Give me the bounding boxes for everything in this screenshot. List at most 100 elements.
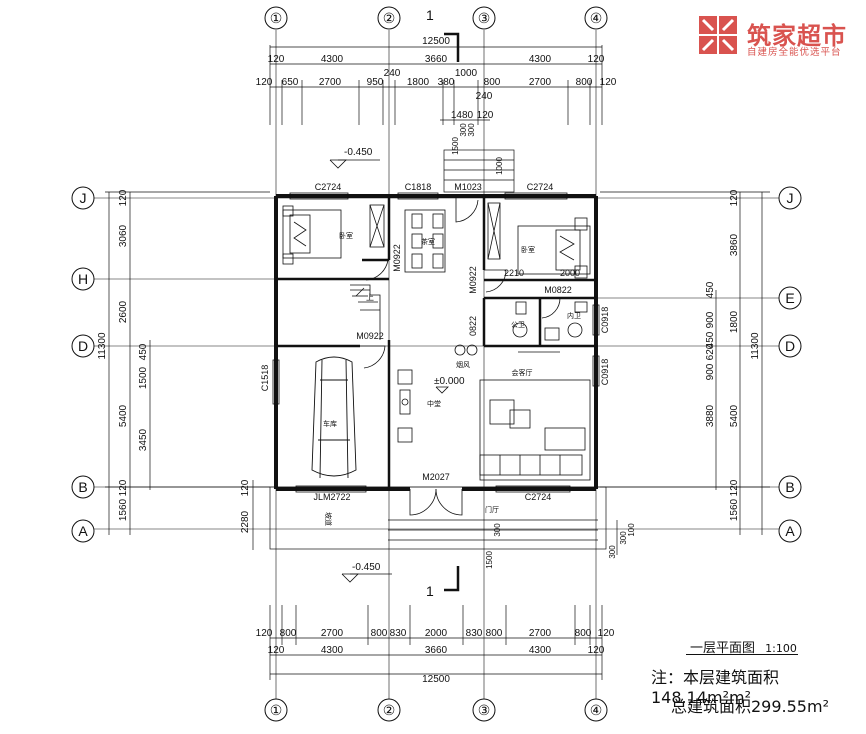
dim-right-span-2: 1800 [729,310,740,333]
dimension-lines-top [269,45,603,125]
dim-stair-5: 300 [493,523,502,537]
dim-right-span-1: 3860 [729,233,740,256]
window-c2724-1: C2724 [315,182,342,192]
level-indoor: ±0.000 [434,376,465,387]
exterior-walls [274,194,598,491]
dim-top-span-1: 4300 [321,54,344,65]
dim-top-d7: 2700 [529,77,552,88]
dim-bot-d1: 800 [280,628,297,639]
brand-slogan: 自建房全能优选平台 [747,47,842,58]
dim-2000: 2000 [560,268,580,278]
level-marks [329,159,449,583]
dim-bot-d5: 2000 [425,628,448,639]
door-m0922-2: M0922 [468,266,478,294]
dim-bot-d9: 800 [575,628,592,639]
drawing-title-block: 一层平面图 1:100 [690,637,797,656]
dim-bot-span-1: 4300 [321,645,344,656]
dim-top-m1: 1000 [455,68,478,79]
room-bedroom-left: 卧室 [339,231,353,240]
dim-top-d4: 1800 [407,77,430,88]
stair [350,284,381,340]
dim-left-total: 11300 [97,332,108,360]
brand-name: 筑家超市 [747,22,847,50]
room-garage: 车库 [323,419,337,428]
room-labels: 卧室 茶室 卧室 公卫 内卫 车库 中堂 会客厅 门厅 烟风 [323,231,581,514]
stair-dimensions: 1500 300 300 1000 1500 300 300 300 100 [451,123,636,569]
axis-label-a-left: A [78,523,88,539]
dim-bot-d2: 2700 [321,628,344,639]
window-c2724-2: C2724 [527,182,554,192]
door-m1023: M1023 [454,182,482,192]
dim-bot-d0: 120 [256,628,273,639]
dim-right-total: 11300 [750,332,761,360]
room-bath-private: 内卫 [567,311,581,320]
level-outdoor-top: -0.450 [344,147,373,158]
dim-top-d6: 800 [484,77,501,88]
dim-stair-4: 1500 [485,551,494,569]
axis-label-1-bottom: ① [270,702,283,718]
living-furniture [479,379,591,481]
bath-fixtures [454,301,588,356]
door-m0822: M0822 [544,285,572,295]
dim-top-end-r: 120 [588,54,605,65]
stair-up-label: 上 [366,293,374,302]
brand-logo-icon [699,16,737,54]
dim-right-d5: 620 [705,343,716,360]
dim-left-span-3: 5400 [118,404,129,427]
dim-bot-d4: 830 [390,628,407,639]
drawing-scale: 1:100 [765,642,797,655]
axis-labels: ① ② ③ ④ ① ② ③ ④ J H D B A J E D B A [78,10,795,718]
windows [272,192,600,493]
axis-label-3-bottom: ③ [478,702,491,718]
dim-right-d2: 900 [705,311,716,328]
dim-top-d2: 2700 [319,77,342,88]
window-c1818: C1818 [405,182,432,192]
dim-left-d6: 2280 [240,510,251,533]
section-marks [444,32,460,592]
dim-top-m0: 240 [384,68,401,79]
dim-bot-d8: 2700 [529,628,552,639]
dim-top-d8: 800 [576,77,593,88]
axis-label-d-right: D [785,338,795,354]
title-underline [686,654,798,655]
room-hall: 中堂 [427,399,441,408]
opening-labels: C2724 C1818 C2724 C1518 C2724 C0918 C091… [260,182,610,502]
room-bedroom-right: 卧室 [521,245,535,254]
room-bath-public: 公卫 [511,321,525,329]
dim-left-d2: 1500 [138,366,149,389]
dim-top-m2: 240 [476,91,493,102]
door-jlm2722: JLM2722 [313,492,350,502]
drawing-title: 一层平面图 [690,641,756,656]
door-m0922-1: M0922 [392,244,402,272]
dim-right-span-3: 5400 [729,404,740,427]
ramp-label: 坡道 [324,512,333,526]
axis-label-j-right: J [787,190,794,206]
dim-bot-end-r: 120 [588,645,605,656]
dim-stair-0: 1500 [451,137,460,155]
dim-bot-span-3: 4300 [529,645,552,656]
dim-2210: 2210 [504,268,524,278]
dim-left-d3: 3450 [138,428,149,451]
axis-label-b-right: B [785,479,794,495]
floor-area-note: 注：本层建筑面积148.14m²m² [651,668,780,707]
dim-top-d5: 380 [438,77,455,88]
dim-top-span-2: 3660 [425,54,448,65]
right-dimensions: 11300 3860 1800 5400 120 450 900 450 900… [705,189,761,521]
dim-bot-d6: 830 [466,628,483,639]
dim-top-d9: 120 [600,77,617,88]
dim-stair-2: 300 [467,123,476,137]
dim-top-total: 12500 [422,36,450,47]
dim-right-d3: 450 [705,331,716,348]
room-entry: 门厅 [485,505,499,514]
dim-bot-total: 12500 [422,674,450,685]
dim-bot-d3: 800 [371,628,388,639]
axis-label-4-top: ④ [590,10,603,26]
axis-label-e-right: E [785,290,794,306]
dimension-lines-sides [105,191,770,555]
door-m2027: M2027 [422,472,450,482]
interior-walls [276,196,596,489]
window-c0918-2: C0918 [600,359,610,386]
axis-label-h-left: H [78,271,88,287]
dim-right-d8: 1560 [729,498,740,521]
